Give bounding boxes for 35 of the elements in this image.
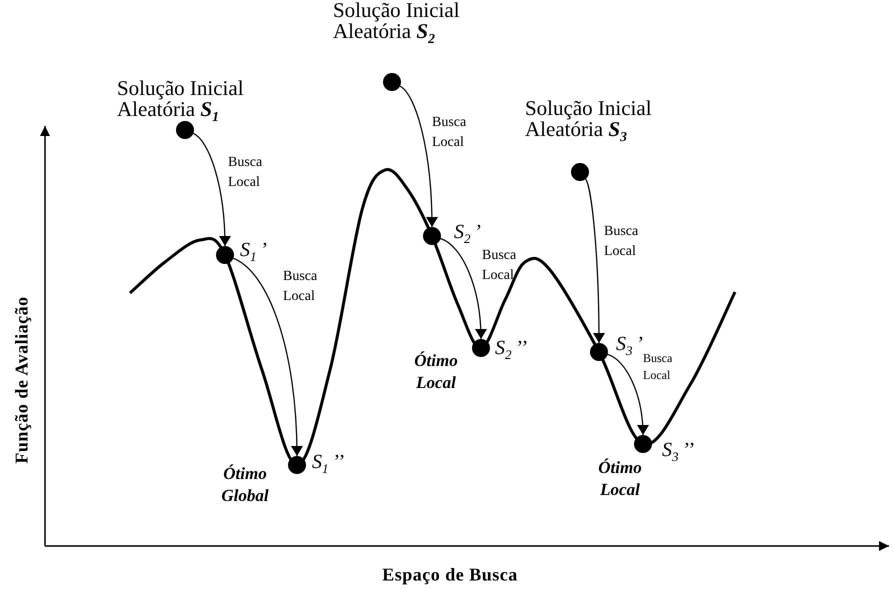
point-marker (383, 73, 401, 91)
edge-label: Busca Local (432, 114, 468, 152)
optimum-label: Ótimo Local (413, 350, 459, 394)
optimum-label: Ótimo Global (220, 463, 270, 508)
point-name: S$_{3}$ ’’ (662, 440, 696, 463)
point-marker (288, 456, 306, 474)
edge-label: Busca Local (604, 223, 640, 262)
axis-title: Espaço de Busca (382, 564, 518, 586)
point-label: Solução Inicial Aleatória S$_{3}$ (525, 98, 653, 144)
point-marker (176, 121, 194, 139)
point-label: Solução Inicial Aleatória S$_{2}$ (333, 0, 461, 46)
point-marker (216, 246, 234, 264)
point-name: S$_{1}$ ’’ (312, 452, 346, 475)
edge-label: Busca Local (228, 154, 264, 192)
edge-label: Busca Local (643, 350, 674, 384)
point-marker (472, 339, 490, 357)
point-marker (634, 435, 652, 453)
point-marker (423, 227, 441, 245)
arrow (440, 238, 487, 340)
point-name: S$_{1}$ ’ (240, 240, 268, 263)
arrow (233, 258, 303, 456)
point-name: S$_{3}$ ’ (616, 334, 644, 357)
point-name: S$_{2}$ ’ (454, 222, 482, 245)
point-marker (590, 343, 608, 361)
point-label: Solução Inicial Aleatória S$_{1}$ (117, 78, 245, 124)
optimum-label: Ótimo Local (597, 457, 643, 502)
arrow (607, 354, 649, 436)
arrow (400, 86, 438, 227)
arrow (193, 132, 231, 246)
axis-title: Função de Avaliação (12, 296, 32, 464)
edge-label: Busca Local (482, 247, 518, 286)
arrow (585, 178, 605, 343)
edge-label: Busca Local (283, 268, 318, 306)
point-marker (571, 163, 589, 181)
point-name: S$_{2}$ ’’ (495, 338, 528, 361)
